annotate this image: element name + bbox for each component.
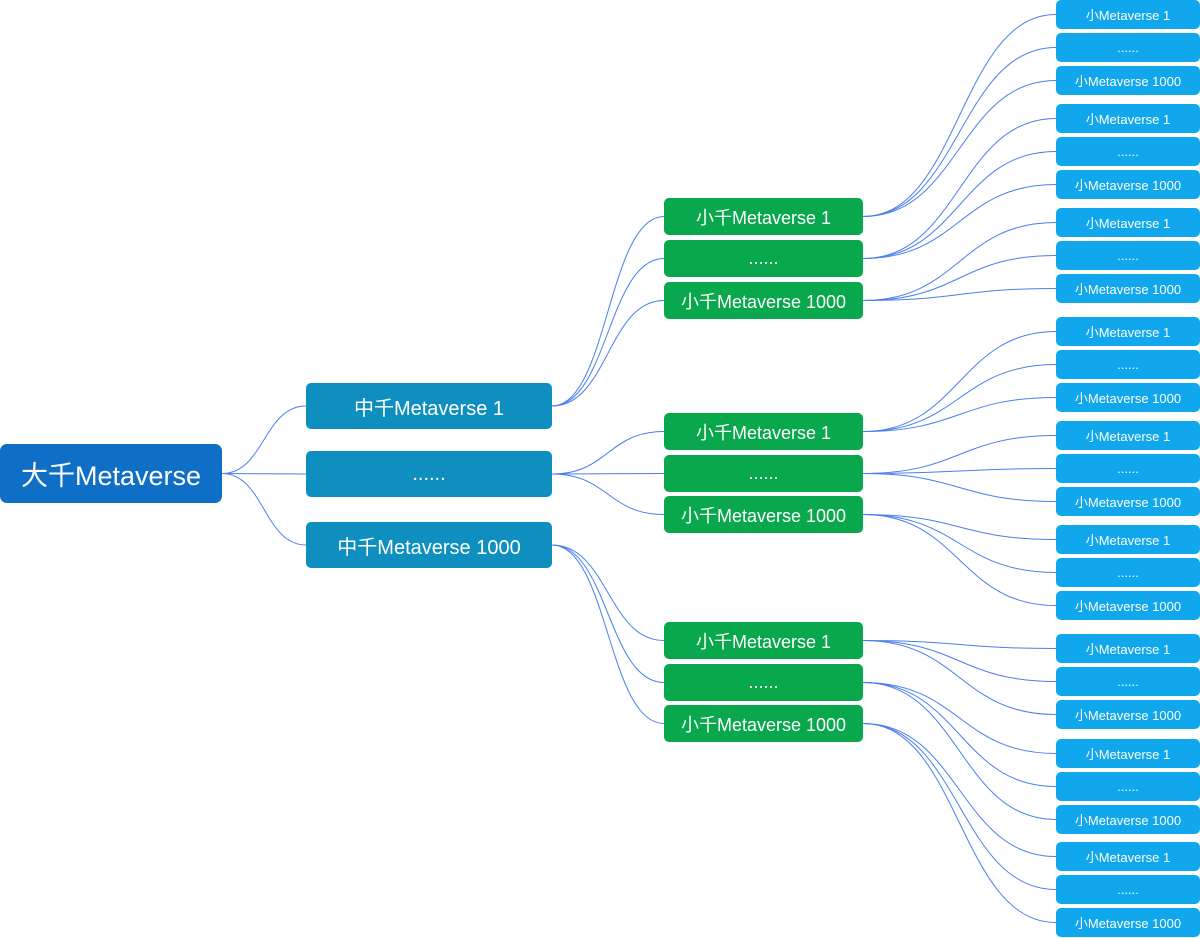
- link-root-mid: [221, 405, 307, 474]
- link-root-mid: [221, 473, 307, 546]
- link-mid-small: [551, 300, 665, 407]
- leaf-node-1: 小Metaverse 1: [1056, 842, 1200, 871]
- leaf-node-1: 小Metaverse 1: [1056, 208, 1200, 237]
- leaf-node-ellipsis: ......: [1056, 454, 1200, 483]
- link-small-leaf: [862, 331, 1057, 432]
- link-small-leaf: [862, 723, 1057, 857]
- leaf-node-ellipsis: ......: [1056, 667, 1200, 696]
- link-small-leaf: [862, 682, 1057, 787]
- link-small-leaf: [862, 118, 1057, 259]
- leaf-node-1000: 小Metaverse 1000: [1056, 591, 1200, 620]
- link-small-leaf: [862, 364, 1057, 432]
- leaf-node-1000: 小Metaverse 1000: [1056, 805, 1200, 834]
- mid-node-1: 中千Metaverse 1: [306, 383, 552, 429]
- link-small-leaf: [862, 468, 1057, 474]
- link-small-leaf: [862, 151, 1057, 259]
- leaf-node-1000: 小Metaverse 1000: [1056, 487, 1200, 516]
- leaf-node-1: 小Metaverse 1: [1056, 0, 1200, 29]
- link-root-mid: [221, 473, 307, 475]
- link-small-leaf: [862, 640, 1057, 715]
- leaf-node-1: 小Metaverse 1: [1056, 104, 1200, 133]
- leaf-node-ellipsis: ......: [1056, 875, 1200, 904]
- link-small-leaf: [862, 514, 1057, 606]
- small-node-1000: 小千Metaverse 1000: [664, 496, 863, 533]
- mid-node-ellipsis: ......: [306, 451, 552, 497]
- leaf-node-1000: 小Metaverse 1000: [1056, 170, 1200, 199]
- leaf-node-ellipsis: ......: [1056, 772, 1200, 801]
- link-small-leaf: [862, 47, 1057, 217]
- leaf-node-1000: 小Metaverse 1000: [1056, 383, 1200, 412]
- leaf-node-1: 小Metaverse 1: [1056, 317, 1200, 346]
- link-small-leaf: [862, 288, 1057, 301]
- leaf-node-1: 小Metaverse 1: [1056, 525, 1200, 554]
- link-mid-small: [551, 216, 665, 407]
- small-node-ellipsis: ......: [664, 455, 863, 492]
- link-mid-small: [551, 473, 665, 515]
- link-mid-small: [551, 544, 665, 724]
- small-node-1: 小千Metaverse 1: [664, 198, 863, 235]
- leaf-node-1000: 小Metaverse 1000: [1056, 700, 1200, 729]
- leaf-node-1: 小Metaverse 1: [1056, 421, 1200, 450]
- leaf-node-ellipsis: ......: [1056, 137, 1200, 166]
- link-small-leaf: [862, 514, 1057, 573]
- link-mid-small: [551, 431, 665, 475]
- small-node-1000: 小千Metaverse 1000: [664, 282, 863, 319]
- link-small-leaf: [862, 640, 1057, 682]
- link-small-leaf: [862, 255, 1057, 301]
- link-small-leaf: [862, 435, 1057, 474]
- small-node-1: 小千Metaverse 1: [664, 413, 863, 450]
- link-small-leaf: [862, 640, 1057, 649]
- leaf-node-ellipsis: ......: [1056, 350, 1200, 379]
- link-small-leaf: [862, 80, 1057, 217]
- link-small-leaf: [862, 222, 1057, 301]
- link-small-leaf: [862, 14, 1057, 217]
- root-node: 大千Metaverse: [0, 444, 222, 503]
- link-mid-small: [551, 258, 665, 407]
- leaf-node-1000: 小Metaverse 1000: [1056, 274, 1200, 303]
- small-node-ellipsis: ......: [664, 240, 863, 277]
- mid-node-1000: 中千Metaverse 1000: [306, 522, 552, 568]
- small-node-1000: 小千Metaverse 1000: [664, 705, 863, 742]
- link-small-leaf: [862, 682, 1057, 754]
- link-small-leaf: [862, 397, 1057, 432]
- link-small-leaf: [862, 682, 1057, 820]
- leaf-node-ellipsis: ......: [1056, 241, 1200, 270]
- small-node-1: 小千Metaverse 1: [664, 622, 863, 659]
- link-mid-small: [551, 544, 665, 641]
- link-mid-small: [551, 544, 665, 683]
- link-small-leaf: [862, 723, 1057, 923]
- leaf-node-1000: 小Metaverse 1000: [1056, 66, 1200, 95]
- leaf-node-ellipsis: ......: [1056, 33, 1200, 62]
- link-small-leaf: [862, 723, 1057, 890]
- link-mid-small: [551, 473, 665, 475]
- small-node-ellipsis: ......: [664, 664, 863, 701]
- leaf-node-1: 小Metaverse 1: [1056, 739, 1200, 768]
- leaf-node-1: 小Metaverse 1: [1056, 634, 1200, 663]
- link-small-leaf: [862, 473, 1057, 502]
- link-small-leaf: [862, 514, 1057, 540]
- link-small-leaf: [862, 184, 1057, 259]
- leaf-node-1000: 小Metaverse 1000: [1056, 908, 1200, 937]
- leaf-node-ellipsis: ......: [1056, 558, 1200, 587]
